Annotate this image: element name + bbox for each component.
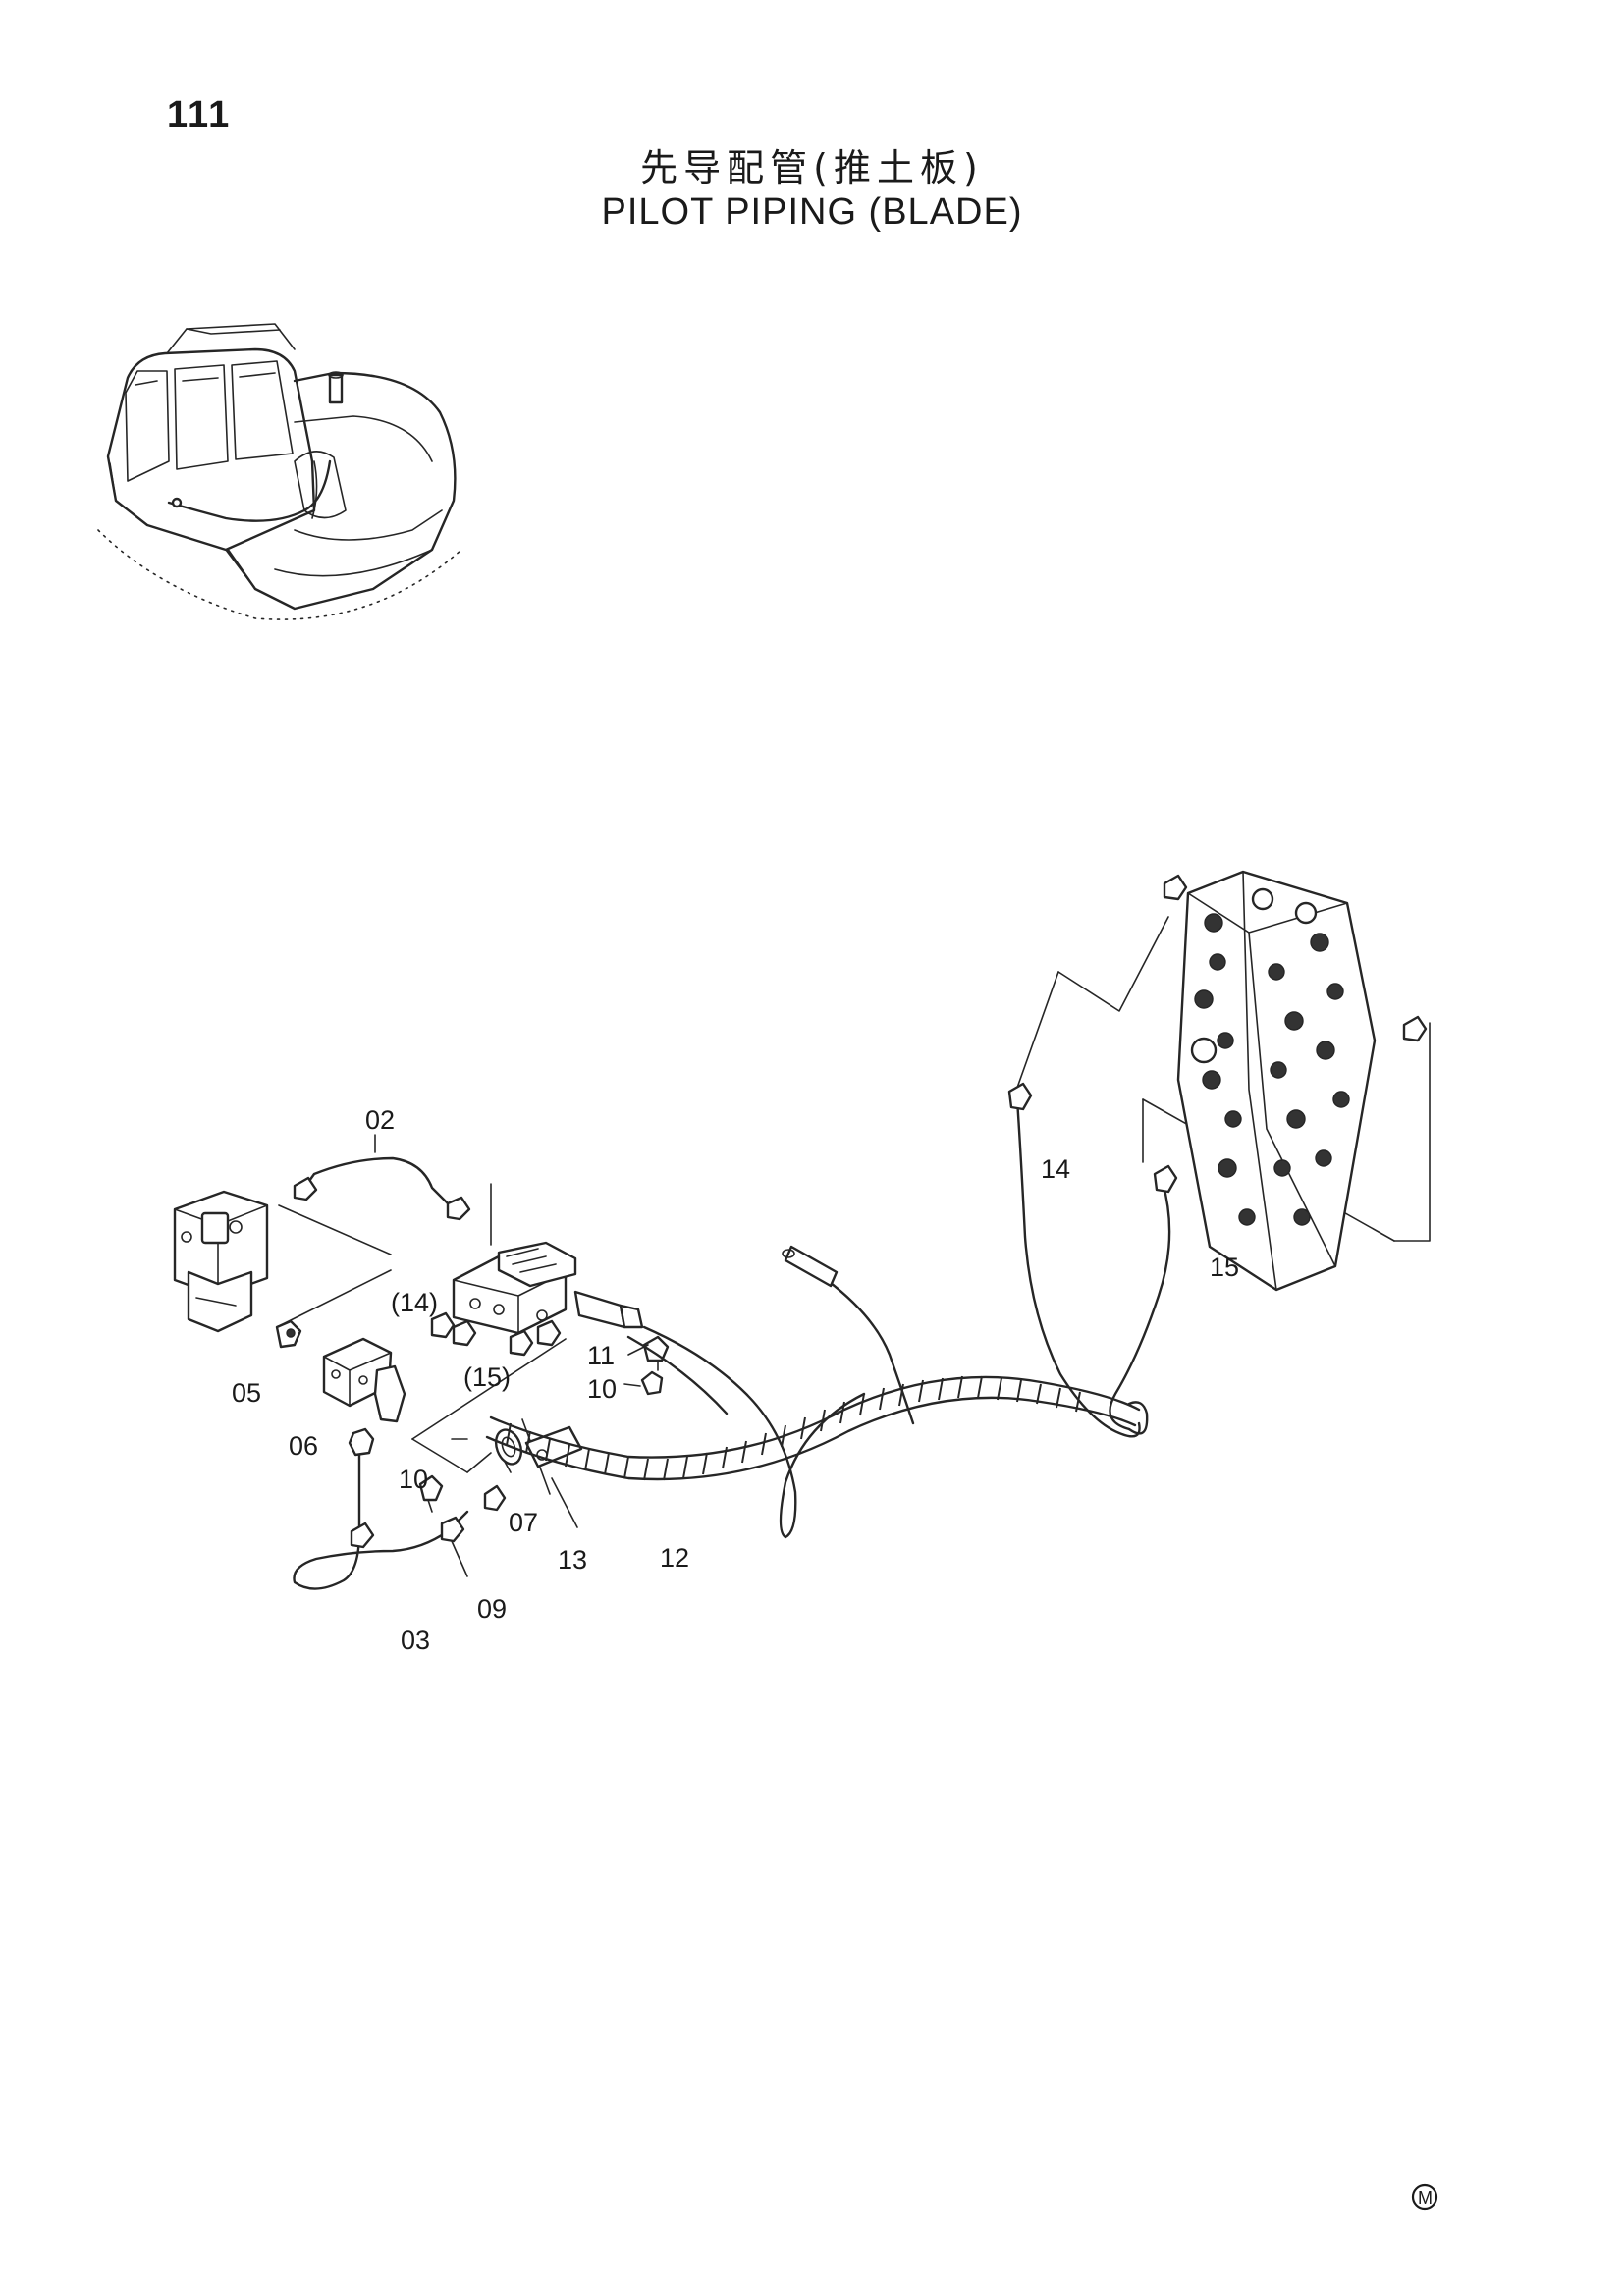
callout-14-ref: (14) — [391, 1288, 438, 1317]
manifold-block — [430, 1241, 644, 1357]
callout-07: 07 — [509, 1508, 538, 1537]
footer-mark-letter: M — [1418, 2188, 1433, 2208]
callout-05: 05 — [232, 1378, 261, 1408]
leader-lines — [278, 916, 1431, 1577]
callout-09: 09 — [477, 1594, 507, 1624]
hose-14 — [1007, 1082, 1141, 1438]
callout-10-lower: 10 — [399, 1465, 428, 1494]
spiral-wrap — [506, 1375, 1081, 1481]
title-english: PILOT PIPING (BLADE) — [601, 191, 1023, 233]
fittings-11-10 — [640, 1335, 670, 1396]
callout-13: 13 — [558, 1545, 587, 1575]
control-valve — [1163, 870, 1428, 1292]
page-number: 111 — [167, 94, 232, 135]
callout-03: 03 — [401, 1626, 430, 1655]
callout-10-upper: 10 — [587, 1374, 617, 1404]
callout-12: 12 — [660, 1543, 689, 1573]
pipe-02 — [293, 1156, 471, 1221]
footer-circled-mark: M — [1411, 2183, 1438, 2211]
shuttle-valve — [322, 1337, 406, 1457]
callout-labels: 02 05 06 (14) (15) 11 10 10 07 13 12 09 … — [232, 1105, 1239, 1655]
callout-02: 02 — [365, 1105, 395, 1135]
title-chinese: 先导配管(推土板) — [640, 146, 984, 189]
callout-14: 14 — [1041, 1154, 1070, 1184]
pipe-03 — [293, 1453, 507, 1590]
callout-11: 11 — [587, 1341, 615, 1370]
excavator-thumbnail — [97, 323, 462, 620]
hose-bundle-12 — [485, 1245, 1141, 1539]
callout-15-ref: (15) — [463, 1362, 511, 1392]
pilot-valve-left — [173, 1190, 302, 1349]
hose-15 — [1109, 1164, 1178, 1435]
callout-15: 15 — [1210, 1253, 1239, 1282]
valve-ports — [1190, 887, 1350, 1226]
callout-06: 06 — [289, 1431, 318, 1461]
bolt-10-lower — [418, 1474, 444, 1502]
